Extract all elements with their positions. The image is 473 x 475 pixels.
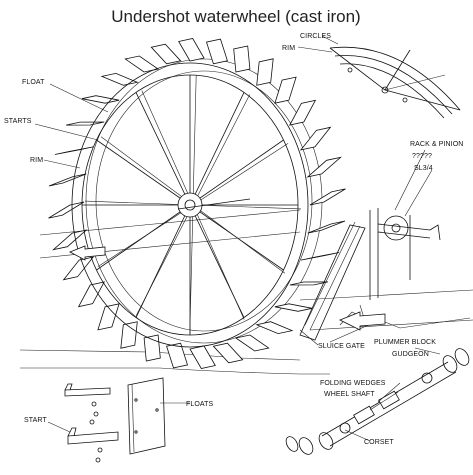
float-paddle: [143, 334, 161, 362]
float-paddle: [166, 342, 189, 369]
spoke: [189, 92, 245, 206]
float-paddle: [234, 334, 270, 352]
float-paddle: [233, 45, 251, 73]
spoke-edge: [97, 204, 194, 267]
label-plummer-block: PLUMMER BLOCK: [374, 339, 436, 346]
float-paddle: [124, 55, 160, 73]
waterwheel: [48, 38, 346, 369]
rim-back: [85, 58, 323, 344]
float-paddle: [274, 303, 313, 312]
label-starts: STARTS: [4, 118, 32, 125]
start-brackets: [64, 383, 119, 463]
spoke-edge: [192, 143, 289, 206]
float-paddle: [77, 281, 105, 308]
spoke: [189, 139, 284, 206]
float-paddle: [289, 99, 317, 126]
float-paddle: [205, 38, 228, 65]
label-start: START: [24, 417, 47, 424]
float-paddle: [256, 58, 274, 86]
float-paddle: [299, 126, 332, 151]
label-rim-top: RIM: [282, 45, 295, 52]
wheel-shaft-assembly: [285, 348, 470, 455]
label-rim-left: RIM: [30, 157, 43, 164]
spoke-edge: [135, 204, 194, 316]
label-float: FLOAT: [22, 79, 45, 86]
rim-outer: [71, 62, 309, 348]
diagram-title: Undershot waterwheel (cast iron): [111, 7, 360, 26]
float-paddle: [289, 281, 329, 286]
label-unknown: ?????: [412, 153, 432, 160]
float-paddle: [178, 38, 205, 62]
spoke-edge: [192, 204, 286, 274]
float-board: [127, 377, 166, 455]
float-paddle: [54, 146, 94, 155]
float-paddle: [62, 256, 95, 281]
float-paddle: [48, 201, 85, 219]
float-paddle: [212, 342, 244, 364]
spoke: [96, 139, 191, 206]
float-paddle: [97, 303, 120, 331]
spoke-edge: [192, 204, 302, 210]
float-paddle: [307, 220, 346, 234]
spoke-edge: [192, 204, 245, 320]
float-paddle: [309, 188, 346, 206]
spoke-edge: [84, 200, 194, 206]
float-paddle: [51, 229, 88, 251]
float-paddle: [100, 72, 139, 86]
float-paddle: [306, 156, 343, 178]
float-paddle: [65, 121, 105, 126]
float-paddle: [189, 345, 216, 369]
label-sl34: SL3/4: [414, 165, 433, 172]
rim-back-inner: [95, 70, 313, 332]
float-paddle: [120, 321, 138, 349]
rim-segment-inset: [329, 46, 461, 119]
label-corset: CORSET: [364, 439, 394, 446]
axle: [177, 198, 251, 210]
label-floats: FLOATS: [186, 401, 214, 408]
spoke-edge: [192, 75, 197, 206]
spoke-edge: [192, 94, 251, 206]
float-paddle: [150, 43, 182, 65]
label-sluice-gate: SLUICE GATE: [318, 343, 365, 350]
spoke-edge: [141, 90, 194, 206]
label-rack-pinion: RACK & PINION: [410, 141, 463, 148]
float-paddle: [300, 252, 340, 261]
float-paddle: [255, 321, 294, 335]
leader-lines: [34, 35, 441, 442]
label-wheel-shaft: WHEEL SHAFT: [324, 391, 375, 398]
label-gudgeon: GUDGEON: [392, 351, 429, 358]
float-paddle: [48, 173, 87, 187]
flow-arrows: [69, 245, 386, 331]
hub: [177, 192, 203, 218]
spoke-edge: [189, 204, 194, 335]
label-circles: CIRCLES: [300, 33, 331, 40]
float-paddle: [274, 76, 297, 104]
hub-center: [184, 199, 196, 211]
spoke: [135, 92, 191, 206]
label-folding-wedges: FOLDING WEDGES: [320, 380, 386, 387]
spoke-edge: [100, 136, 194, 206]
